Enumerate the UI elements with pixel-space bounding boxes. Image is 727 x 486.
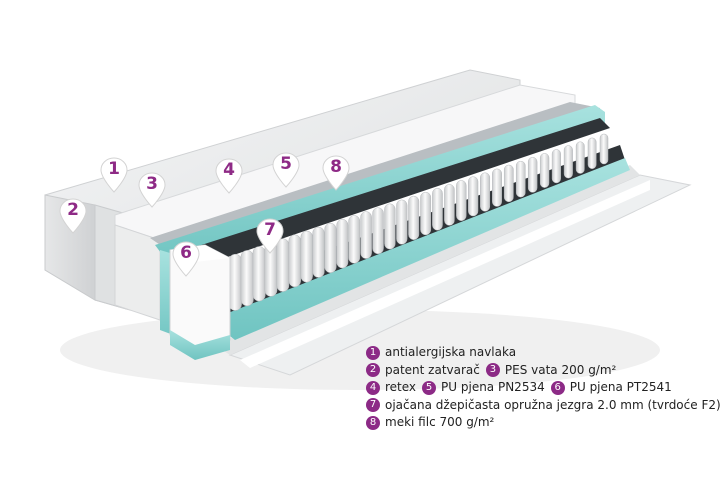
marker-4: 4 xyxy=(214,158,244,194)
legend-row: 7 ojačana džepičasta opružna jezgra 2.0 … xyxy=(366,397,727,415)
legend-label: PU pjena PN2534 xyxy=(441,380,545,394)
legend-row: 8 meki filc 700 g/m² xyxy=(366,414,727,432)
pocket-spring xyxy=(372,207,384,255)
pocket-spring xyxy=(228,253,242,311)
marker-7: 7 xyxy=(255,218,285,254)
pocket-spring xyxy=(300,230,313,283)
legend-number-badge: 1 xyxy=(366,345,380,360)
marker-3: 3 xyxy=(137,172,167,208)
pocket-spring xyxy=(599,133,609,165)
pocket-spring xyxy=(384,203,396,250)
pocket-spring xyxy=(480,172,491,212)
legend-label: PU pjena PT2541 xyxy=(569,380,672,394)
pocket-spring xyxy=(360,211,372,259)
pocket-spring xyxy=(288,234,301,288)
map-pin-icon xyxy=(215,158,243,194)
pocket-spring xyxy=(456,180,467,221)
legend-number-badge: 8 xyxy=(366,415,380,430)
marker-5: 5 xyxy=(271,152,301,188)
pocket-spring xyxy=(252,246,266,302)
map-pin-icon xyxy=(138,172,166,208)
pocket-spring xyxy=(587,137,597,169)
bottom-cover xyxy=(215,165,692,376)
legend-number-badge: 2 xyxy=(366,363,380,378)
marker-2: 2 xyxy=(58,198,88,234)
pocket-spring xyxy=(420,191,432,236)
legend-label: patent zatvarač xyxy=(385,362,480,377)
map-pin-icon xyxy=(272,152,300,188)
pocket-spring xyxy=(444,184,455,226)
pocket-spring xyxy=(515,160,526,198)
pocket-spring xyxy=(575,141,585,174)
pocket-spring xyxy=(468,176,479,217)
map-pin-icon xyxy=(100,157,128,193)
legend-number-badge: 4 xyxy=(366,380,380,395)
layer-legend: 1 antialergijska navlaka 2 patent zatvar… xyxy=(366,344,727,432)
pocket-spring xyxy=(240,250,254,307)
pocket-spring xyxy=(551,149,561,184)
legend-row: 4 retex 5 PU pjena PN2534 6 PU pjena PT2… xyxy=(366,379,727,397)
pocket-spring xyxy=(408,195,420,240)
pocket-spring xyxy=(539,153,550,188)
map-pin-icon xyxy=(322,155,350,191)
map-pin-icon xyxy=(172,241,200,277)
legend-number-badge: 6 xyxy=(550,380,565,395)
pocket-spring xyxy=(348,215,361,264)
pocket-spring xyxy=(312,226,325,278)
legend-number-badge: 5 xyxy=(422,380,437,395)
map-pin-icon xyxy=(59,198,87,234)
legend-label: retex xyxy=(385,380,417,394)
legend-label: antialergijska navlaka xyxy=(385,345,517,359)
legend-row: 1 antialergijska navlaka xyxy=(366,344,727,362)
legend-label: meki filc 700 g/m² xyxy=(385,415,495,429)
legend-label: ojačana džepičasta opružna jezgra 2.0 mm… xyxy=(385,397,721,412)
pocket-spring xyxy=(563,145,573,179)
legend-label: PES vata 200 g/m² xyxy=(504,362,617,377)
pocket-spring xyxy=(396,199,408,245)
pocket-spring xyxy=(324,222,337,273)
marker-1: 1 xyxy=(99,157,129,193)
legend-number-badge: 7 xyxy=(366,398,380,413)
legend-number-badge: 3 xyxy=(485,363,500,378)
pocket-spring xyxy=(503,164,514,203)
legend-row: 2 patent zatvarač 3 PES vata 200 g/m² xyxy=(366,362,727,380)
map-pin-icon xyxy=(256,218,284,254)
pocket-spring xyxy=(336,219,349,269)
pocket-spring xyxy=(492,168,502,207)
pocket-spring xyxy=(527,157,538,193)
pocket-spring xyxy=(432,188,443,231)
marker-8: 8 xyxy=(321,155,351,191)
marker-6: 6 xyxy=(171,241,201,277)
